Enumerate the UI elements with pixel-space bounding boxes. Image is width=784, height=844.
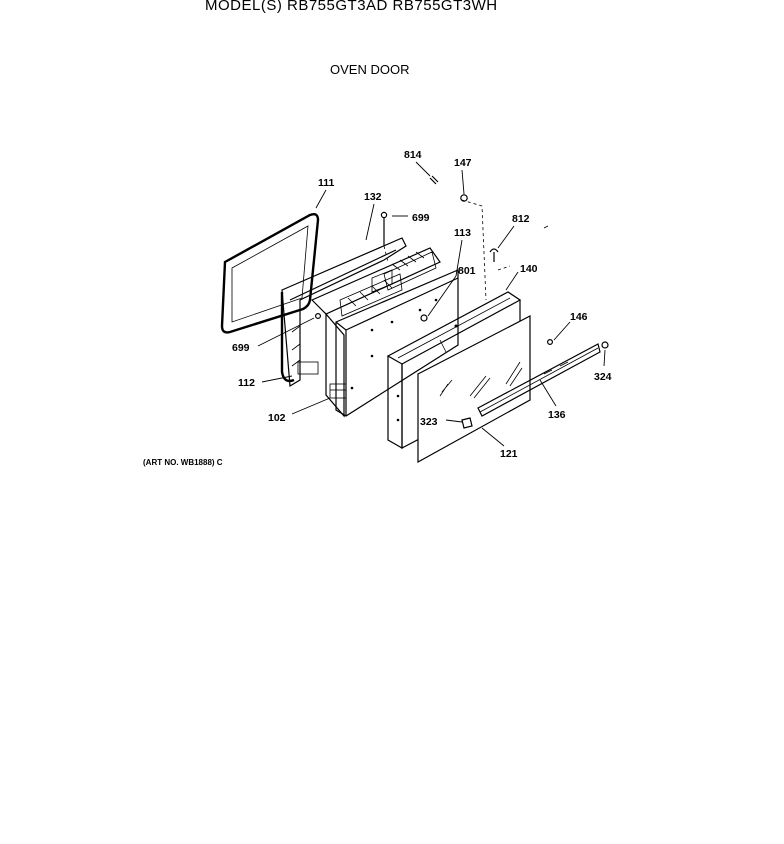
part-121-outer-glass	[417, 315, 531, 464]
label-132: 132	[364, 191, 382, 203]
part-111-gasket	[220, 212, 320, 334]
section-title: OVEN DOOR	[330, 62, 410, 77]
page-title: MODEL(S) RB755GT3AD RB755GT3WH	[205, 0, 498, 14]
label-814: 814	[404, 149, 422, 161]
label-146: 146	[570, 311, 588, 323]
part-132-liner	[280, 237, 407, 388]
label-324: 324	[594, 371, 612, 383]
part-136-handle	[477, 343, 601, 417]
label-112: 112	[238, 377, 255, 389]
art-number: (ART NO. WB1888) C	[143, 458, 223, 467]
label-102: 102	[268, 412, 286, 424]
label-140: 140	[520, 263, 538, 275]
label-111: 111	[318, 177, 335, 189]
leader-lines	[257, 161, 606, 447]
label-699-top: 699	[412, 212, 430, 224]
hardware-screws	[315, 175, 609, 429]
label-121: 121	[500, 448, 518, 460]
label-113: 113	[454, 227, 471, 239]
part-112-inner-panel	[310, 247, 441, 418]
label-812: 812	[512, 213, 530, 225]
label-323: 323	[420, 416, 438, 428]
label-801: 801	[458, 265, 476, 277]
part-number-labels: 111 132 699 113 801 814 147 812 140 146 …	[232, 149, 612, 460]
label-136: 136	[548, 409, 566, 421]
label-699-left: 699	[232, 342, 250, 354]
label-147: 147	[454, 157, 472, 169]
